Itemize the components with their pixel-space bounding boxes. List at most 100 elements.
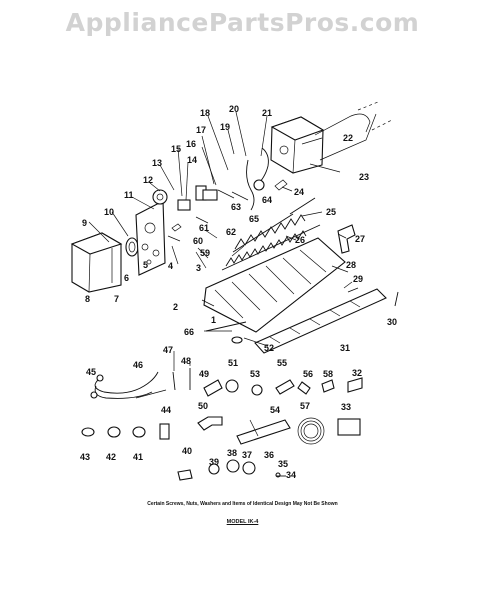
callout-13: 13 bbox=[152, 158, 162, 168]
callout-7: 7 bbox=[114, 294, 119, 304]
callout-32: 32 bbox=[352, 368, 362, 378]
callout-66: 66 bbox=[184, 327, 194, 337]
bracket-part bbox=[337, 224, 356, 254]
callout-3: 3 bbox=[196, 263, 201, 273]
clip-part bbox=[347, 287, 359, 293]
callout-27: 27 bbox=[355, 234, 365, 244]
small-screw-part bbox=[172, 371, 176, 391]
callout-10: 10 bbox=[104, 207, 114, 217]
callout-56: 56 bbox=[303, 369, 313, 379]
callout-30: 30 bbox=[387, 317, 397, 327]
callout-40: 40 bbox=[182, 446, 192, 456]
footnote-text: Certain Screws, Nuts, Washers and Items … bbox=[147, 501, 338, 507]
callout-21: 21 bbox=[262, 108, 272, 118]
callout-58: 58 bbox=[323, 369, 333, 379]
callout-42: 42 bbox=[106, 452, 116, 462]
plate-part bbox=[337, 418, 361, 436]
screw-part bbox=[394, 291, 399, 307]
callout-55: 55 bbox=[277, 358, 287, 368]
mounting-plate-part bbox=[135, 200, 166, 276]
callout-57: 57 bbox=[300, 401, 310, 411]
callout-11: 11 bbox=[124, 190, 134, 200]
callout-24: 24 bbox=[294, 187, 304, 197]
callout-49: 49 bbox=[199, 369, 209, 379]
harness-part bbox=[90, 371, 167, 399]
callout-65: 65 bbox=[249, 214, 259, 224]
callout-44: 44 bbox=[161, 405, 171, 415]
callout-64: 64 bbox=[262, 195, 272, 205]
callout-37: 37 bbox=[242, 450, 252, 460]
callout-18: 18 bbox=[200, 108, 210, 118]
callout-29: 29 bbox=[353, 274, 363, 284]
callout-6: 6 bbox=[124, 273, 129, 283]
callout-12: 12 bbox=[143, 175, 153, 185]
ejector-blade-part bbox=[232, 197, 316, 253]
callout-43: 43 bbox=[80, 452, 90, 462]
callout-38: 38 bbox=[227, 448, 237, 458]
round-parts-row bbox=[81, 426, 146, 438]
fill-tube-part bbox=[236, 419, 291, 445]
callout-45: 45 bbox=[86, 367, 96, 377]
callout-48: 48 bbox=[181, 356, 191, 366]
pin-part bbox=[167, 235, 181, 242]
callout-9: 9 bbox=[82, 218, 87, 228]
motor-part bbox=[152, 189, 168, 205]
callout-61: 61 bbox=[199, 223, 209, 233]
callout-16: 16 bbox=[186, 139, 196, 149]
callout-52: 52 bbox=[264, 343, 274, 353]
callout-15: 15 bbox=[171, 144, 181, 154]
shaft-part bbox=[205, 321, 247, 344]
callout-14: 14 bbox=[187, 155, 197, 165]
callout-4: 4 bbox=[168, 261, 173, 271]
callout-34: 34 bbox=[286, 470, 296, 480]
callout-5: 5 bbox=[143, 260, 148, 270]
switch-part bbox=[177, 185, 218, 211]
callout-2: 2 bbox=[173, 302, 178, 312]
cam-part bbox=[171, 223, 182, 232]
callout-8: 8 bbox=[85, 294, 90, 304]
callout-26: 26 bbox=[295, 235, 305, 245]
callout-17: 17 bbox=[196, 125, 206, 135]
front-cover-part bbox=[70, 232, 123, 293]
callout-53: 53 bbox=[250, 369, 260, 379]
knob-part bbox=[125, 237, 139, 257]
small-bracket-part bbox=[159, 423, 170, 440]
elbow-part bbox=[197, 416, 223, 431]
callout-51: 51 bbox=[228, 358, 238, 368]
leader-lines bbox=[88, 111, 353, 371]
callout-28: 28 bbox=[346, 260, 356, 270]
callout-22: 22 bbox=[343, 133, 353, 143]
small-parts-row bbox=[203, 377, 363, 397]
wire-harness-part bbox=[246, 147, 269, 211]
model-label: MODEL IK-4 bbox=[0, 519, 485, 525]
callout-20: 20 bbox=[229, 104, 239, 114]
callout-46: 46 bbox=[133, 360, 143, 370]
model-label-text: MODEL IK-4 bbox=[226, 519, 259, 525]
callout-39: 39 bbox=[209, 457, 219, 467]
cover-bracket-part bbox=[270, 101, 393, 174]
callout-25: 25 bbox=[326, 207, 336, 217]
callout-47: 47 bbox=[163, 345, 173, 355]
rail-part bbox=[254, 288, 387, 354]
callout-33: 33 bbox=[341, 402, 351, 412]
callout-54: 54 bbox=[270, 405, 280, 415]
callout-63: 63 bbox=[231, 202, 241, 212]
callout-62: 62 bbox=[226, 227, 236, 237]
callout-31: 31 bbox=[340, 343, 350, 353]
fitting-part bbox=[274, 179, 288, 191]
callout-23: 23 bbox=[359, 172, 369, 182]
callout-numbers: 1 2 3 4 5 6 7 8 9 10 11 12 13 14 15 16 1… bbox=[80, 104, 397, 480]
watermark-text: AppliancePartsPros.com bbox=[65, 8, 420, 37]
bottom-parts-row bbox=[177, 459, 286, 481]
callout-35: 35 bbox=[278, 459, 288, 469]
callout-41: 41 bbox=[133, 452, 143, 462]
callout-50: 50 bbox=[198, 401, 208, 411]
callout-36: 36 bbox=[264, 450, 274, 460]
callout-19: 19 bbox=[220, 122, 230, 132]
mold-part bbox=[203, 224, 346, 333]
callout-60: 60 bbox=[193, 236, 203, 246]
callout-1: 1 bbox=[211, 315, 216, 325]
callout-59: 59 bbox=[200, 248, 210, 258]
coil-part bbox=[297, 417, 325, 445]
